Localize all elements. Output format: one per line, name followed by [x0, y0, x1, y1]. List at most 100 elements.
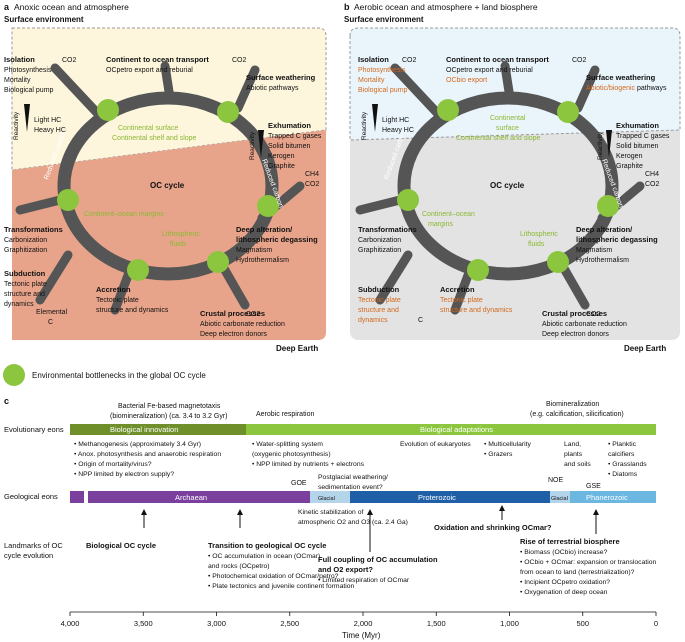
- subduction-line: structure and: [358, 307, 399, 314]
- proterozoic-bar: [350, 491, 550, 503]
- innovation-item: • Anox. photosynthesis and anaerobic res…: [74, 451, 221, 458]
- deep-alt-line: Magmatism: [576, 247, 612, 254]
- reactivity-label-b: Reactivity: [361, 111, 368, 140]
- litho-label: Lithospheric: [520, 231, 558, 238]
- plankton-item: • Grasslands: [608, 461, 647, 468]
- bottleneck-node: [547, 251, 569, 273]
- transport-line: OCpetro export and reburial: [446, 67, 533, 74]
- subduction-line: Tectonic plate: [358, 297, 401, 304]
- accretion-line: structure and dynamics: [96, 307, 169, 314]
- exhumation-line: Trapped C gases: [268, 133, 322, 140]
- innovation-item: • Methanogenesis (approximately 3.4 Gyr): [74, 441, 201, 448]
- isolation-line: Biological pump: [358, 87, 408, 94]
- transition-line: • Photochemical oxidation of OCmar/petro…: [208, 573, 339, 580]
- panel-b-title: Aerobic ocean and atmosphere + land bios…: [354, 2, 538, 12]
- isolation-title-b: Isolation: [358, 55, 389, 64]
- co2-label: CO2: [305, 181, 320, 188]
- bottleneck-node: [437, 99, 459, 121]
- transformations-title: Transformations: [358, 225, 417, 234]
- transport-title-b: Continent to ocean transport: [446, 55, 549, 64]
- subduction-line: dynamics: [4, 301, 34, 308]
- isolation-line: Photosynthesis: [4, 67, 52, 74]
- transformations-line: Graphitization: [358, 247, 401, 254]
- panel-a-surface-label: Surface environment: [4, 15, 84, 24]
- bottleneck-node: [57, 189, 79, 211]
- archaean-label: Archaean: [175, 493, 207, 502]
- crustal-title: Crustal processes: [200, 309, 265, 318]
- co2-label: CO2: [645, 181, 660, 188]
- row-label-evolutionary: Evolutionary eons: [4, 425, 64, 434]
- bottleneck-node: [217, 101, 239, 123]
- accretion-title: Accretion: [96, 285, 131, 294]
- crustal-line: Abiotic carbonate reduction: [200, 321, 285, 328]
- exhumation-line: Solid bitumen: [268, 143, 311, 150]
- isolation-line: Biological pump: [4, 87, 54, 94]
- bottleneck-node: [257, 195, 279, 217]
- legend-label: Environmental bottlenecks in the global …: [32, 371, 206, 380]
- plankton-item: calcifiers: [608, 451, 635, 458]
- co2-label: CO2: [232, 57, 247, 64]
- postglacial-label: sedimentation event?: [318, 484, 383, 491]
- reactivity-wedge-a2: [258, 130, 264, 158]
- co2-label: CO2: [62, 57, 77, 64]
- ch4-label: CH4: [305, 171, 319, 178]
- glacial-bar-1: [310, 491, 350, 503]
- innovation-item: • NPP limited by electron supply?: [74, 471, 174, 478]
- water-split-item: • NPP limited by nutrients + electrons: [252, 461, 365, 468]
- weathering-title-a: Surface weathering: [246, 73, 316, 82]
- litho-label: fluids: [528, 241, 545, 248]
- co2-label: CO2: [586, 311, 601, 318]
- accretion-line: Tectonic plate: [440, 297, 483, 304]
- transformations-title: Transformations: [4, 225, 63, 234]
- deep-alt-line: Hydrothermalism: [236, 257, 289, 264]
- land-item: and soils: [564, 461, 591, 468]
- panel-b-letter: b: [344, 2, 350, 12]
- margins-label: margins: [428, 221, 453, 228]
- crustal-line: Deep electron donors: [542, 331, 609, 338]
- weathering-line-b: Abiotic/biogenic pathways: [586, 85, 667, 92]
- kinetic-label: Kinetic stabilization of: [298, 509, 363, 516]
- noe-label: NOE: [548, 477, 564, 484]
- bottleneck-node: [397, 189, 419, 211]
- heavy-hc-label: Heavy HC: [382, 127, 414, 134]
- ch4-label: CH4: [645, 171, 659, 178]
- bio-innovation-label: Biological innovation: [110, 425, 178, 434]
- panel-a-title: Anoxic ocean and atmosphere: [14, 2, 129, 12]
- panel-a-deep-label: Deep Earth: [276, 344, 318, 353]
- gse-label: GSE: [586, 483, 601, 490]
- reactivity-wedge-b: [372, 104, 378, 132]
- reactivity-label-a2: Reactivity: [249, 131, 256, 160]
- elemental-label: C: [48, 319, 53, 326]
- crustal-line: Deep electron donors: [200, 331, 267, 338]
- panel-b-surface-label: Surface environment: [344, 15, 424, 24]
- subduction-line: Tectonic plate: [4, 281, 47, 288]
- proterozoic-label: Proterozoic: [418, 493, 456, 502]
- accretion-line: structure and dynamics: [440, 307, 513, 314]
- margins-label: Continent–ocean: [422, 211, 475, 218]
- weathering-line: Abiotic pathways: [246, 85, 299, 92]
- deep-alt-line: Magmatism: [236, 247, 272, 254]
- co2-label: CO2: [246, 311, 261, 318]
- exhumation-title-a: Exhumation: [268, 121, 311, 130]
- oc-cycle-label-a: OC cycle: [150, 181, 185, 190]
- eukaryotes-label: Evolution of eukaryotes: [400, 441, 471, 448]
- deep-alt-title: Deep alteration/: [236, 225, 293, 234]
- glacial-bar-2: [550, 491, 570, 503]
- phanerozoic-label: Phanerozoic: [586, 493, 628, 502]
- coupling-line: • Limited respiration of OCmar: [318, 577, 410, 584]
- deep-alt-title: lithospheric degassing: [236, 235, 318, 244]
- margins-label: Continent–ocean margins: [84, 211, 164, 218]
- innovation-item: • Origin of mortality/virus?: [74, 461, 152, 468]
- multicell-item: • Grazers: [484, 451, 513, 458]
- axis-tick-label: 3,500: [134, 619, 153, 628]
- light-hc-label: Light HC: [34, 117, 61, 124]
- bio-oc-cycle-label: Biological OC cycle: [86, 541, 156, 550]
- shelf-label: Continental shelf and slope: [112, 135, 197, 142]
- transition-line: • OC accumulation in ocean (OCmar): [208, 553, 320, 560]
- heavy-hc-label: Heavy HC: [34, 127, 66, 134]
- biological-adaptations-bar: [246, 424, 656, 435]
- reactivity-label-a: Reactivity: [13, 111, 20, 140]
- rise-line: • Oxygenation of deep ocean: [520, 589, 608, 596]
- elemental-label: Elemental: [36, 309, 68, 316]
